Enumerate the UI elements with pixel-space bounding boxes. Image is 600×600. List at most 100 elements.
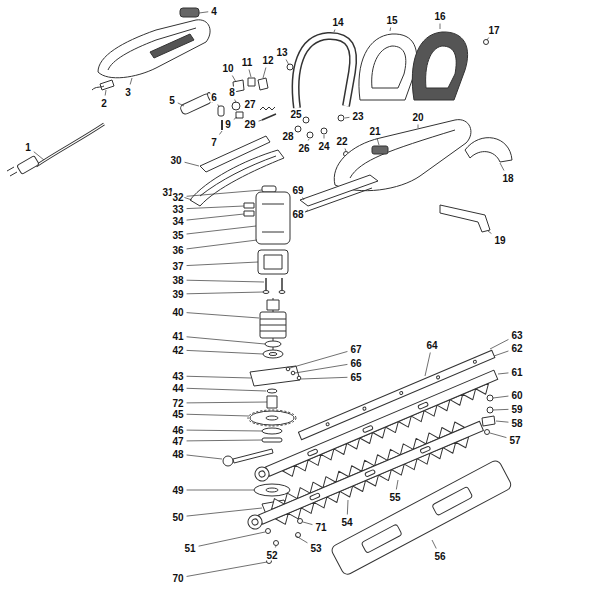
callout-number: 38 xyxy=(171,275,184,286)
gear-parts xyxy=(297,376,301,380)
leader-line xyxy=(488,231,491,234)
leader-line xyxy=(187,430,262,432)
upper-blade xyxy=(258,470,266,478)
callout-number: 62 xyxy=(510,343,523,354)
bracket xyxy=(440,205,490,232)
leader-line xyxy=(178,103,184,106)
leader-line xyxy=(390,28,392,32)
gear-parts xyxy=(266,529,271,534)
housing-half xyxy=(150,34,194,58)
leader-line xyxy=(187,226,256,234)
leader-line xyxy=(494,351,508,356)
leader-line xyxy=(496,421,508,422)
leader-line xyxy=(324,135,325,139)
leader-line xyxy=(490,433,506,438)
callout-number: 28 xyxy=(281,131,294,142)
gear-parts xyxy=(263,350,283,358)
armature xyxy=(260,325,286,326)
motor xyxy=(244,203,254,208)
callout-number: 21 xyxy=(368,126,381,137)
upper-blade xyxy=(362,425,373,433)
leader-line xyxy=(34,152,44,160)
exploded-view xyxy=(7,8,513,576)
tip-parts xyxy=(487,395,493,401)
upper-bar xyxy=(362,407,366,411)
tip-parts xyxy=(487,407,493,413)
callout-number: 47 xyxy=(171,436,184,447)
callout-number: 35 xyxy=(171,230,184,241)
screw xyxy=(295,126,301,132)
callout-number: 58 xyxy=(510,418,523,429)
gear-parts xyxy=(250,366,300,386)
callout-number: 66 xyxy=(349,358,362,369)
callout-number: 16 xyxy=(433,11,446,22)
housing-half xyxy=(108,28,196,70)
leader-line xyxy=(425,353,430,377)
tip-parts xyxy=(485,430,490,435)
callout-number: 25 xyxy=(289,109,302,120)
switch-cover xyxy=(180,8,199,17)
callout-number: 60 xyxy=(510,390,523,401)
callout-number: 36 xyxy=(171,245,184,256)
housing-half xyxy=(98,20,210,78)
leader-line xyxy=(199,12,208,13)
leader-line xyxy=(263,68,266,79)
callout-number: 22 xyxy=(335,136,348,147)
leader-line xyxy=(286,60,289,66)
leader-line xyxy=(303,522,312,525)
motor xyxy=(279,291,285,294)
leader-line xyxy=(396,480,398,490)
callout-number: 68 xyxy=(291,209,304,220)
callout-number: 41 xyxy=(171,331,184,342)
leader-line xyxy=(218,105,219,108)
callout-number: 49 xyxy=(171,485,184,496)
leader-line xyxy=(500,163,504,171)
gear-parts xyxy=(267,396,277,408)
flat-strip xyxy=(305,188,372,212)
callout-number: 56 xyxy=(433,551,446,562)
small-parts xyxy=(248,78,255,86)
small-parts xyxy=(218,106,224,116)
callout-number: 5 xyxy=(168,95,176,106)
callout-number: 65 xyxy=(349,372,362,383)
leader-line xyxy=(295,364,347,373)
motor xyxy=(244,211,254,216)
leader-line xyxy=(347,500,349,515)
callout-number: 72 xyxy=(171,398,184,409)
leader-line xyxy=(130,78,132,85)
motor xyxy=(262,204,284,205)
front-handle xyxy=(296,36,354,108)
upper-bar xyxy=(326,422,330,426)
leader-line xyxy=(490,339,508,349)
leader-line xyxy=(234,117,237,120)
leader-line xyxy=(187,440,262,442)
callout-number: 7 xyxy=(210,137,218,148)
armature xyxy=(260,298,286,350)
motor xyxy=(262,186,276,192)
gear-parts xyxy=(274,541,279,546)
leader-line xyxy=(187,206,244,209)
motor xyxy=(264,255,282,269)
motor xyxy=(258,250,288,274)
leader-line xyxy=(187,280,264,282)
callout-number: 11 xyxy=(241,57,254,68)
housing-half xyxy=(98,20,210,78)
leader-line xyxy=(235,100,236,104)
motor xyxy=(244,186,290,294)
armature xyxy=(260,319,286,320)
small-parts xyxy=(232,102,240,110)
small-parts xyxy=(260,107,275,110)
callout-number: 53 xyxy=(309,543,322,554)
leader-line xyxy=(249,70,251,78)
leader-line xyxy=(187,240,257,249)
leader-line xyxy=(187,292,263,294)
front-handle xyxy=(296,36,354,108)
callout-number: 43 xyxy=(171,371,184,382)
callout-number: 69 xyxy=(291,185,304,196)
motor xyxy=(262,232,284,233)
screw xyxy=(338,115,344,121)
flat-strip xyxy=(300,175,378,212)
lower-blade xyxy=(246,513,264,531)
armature xyxy=(260,312,286,338)
